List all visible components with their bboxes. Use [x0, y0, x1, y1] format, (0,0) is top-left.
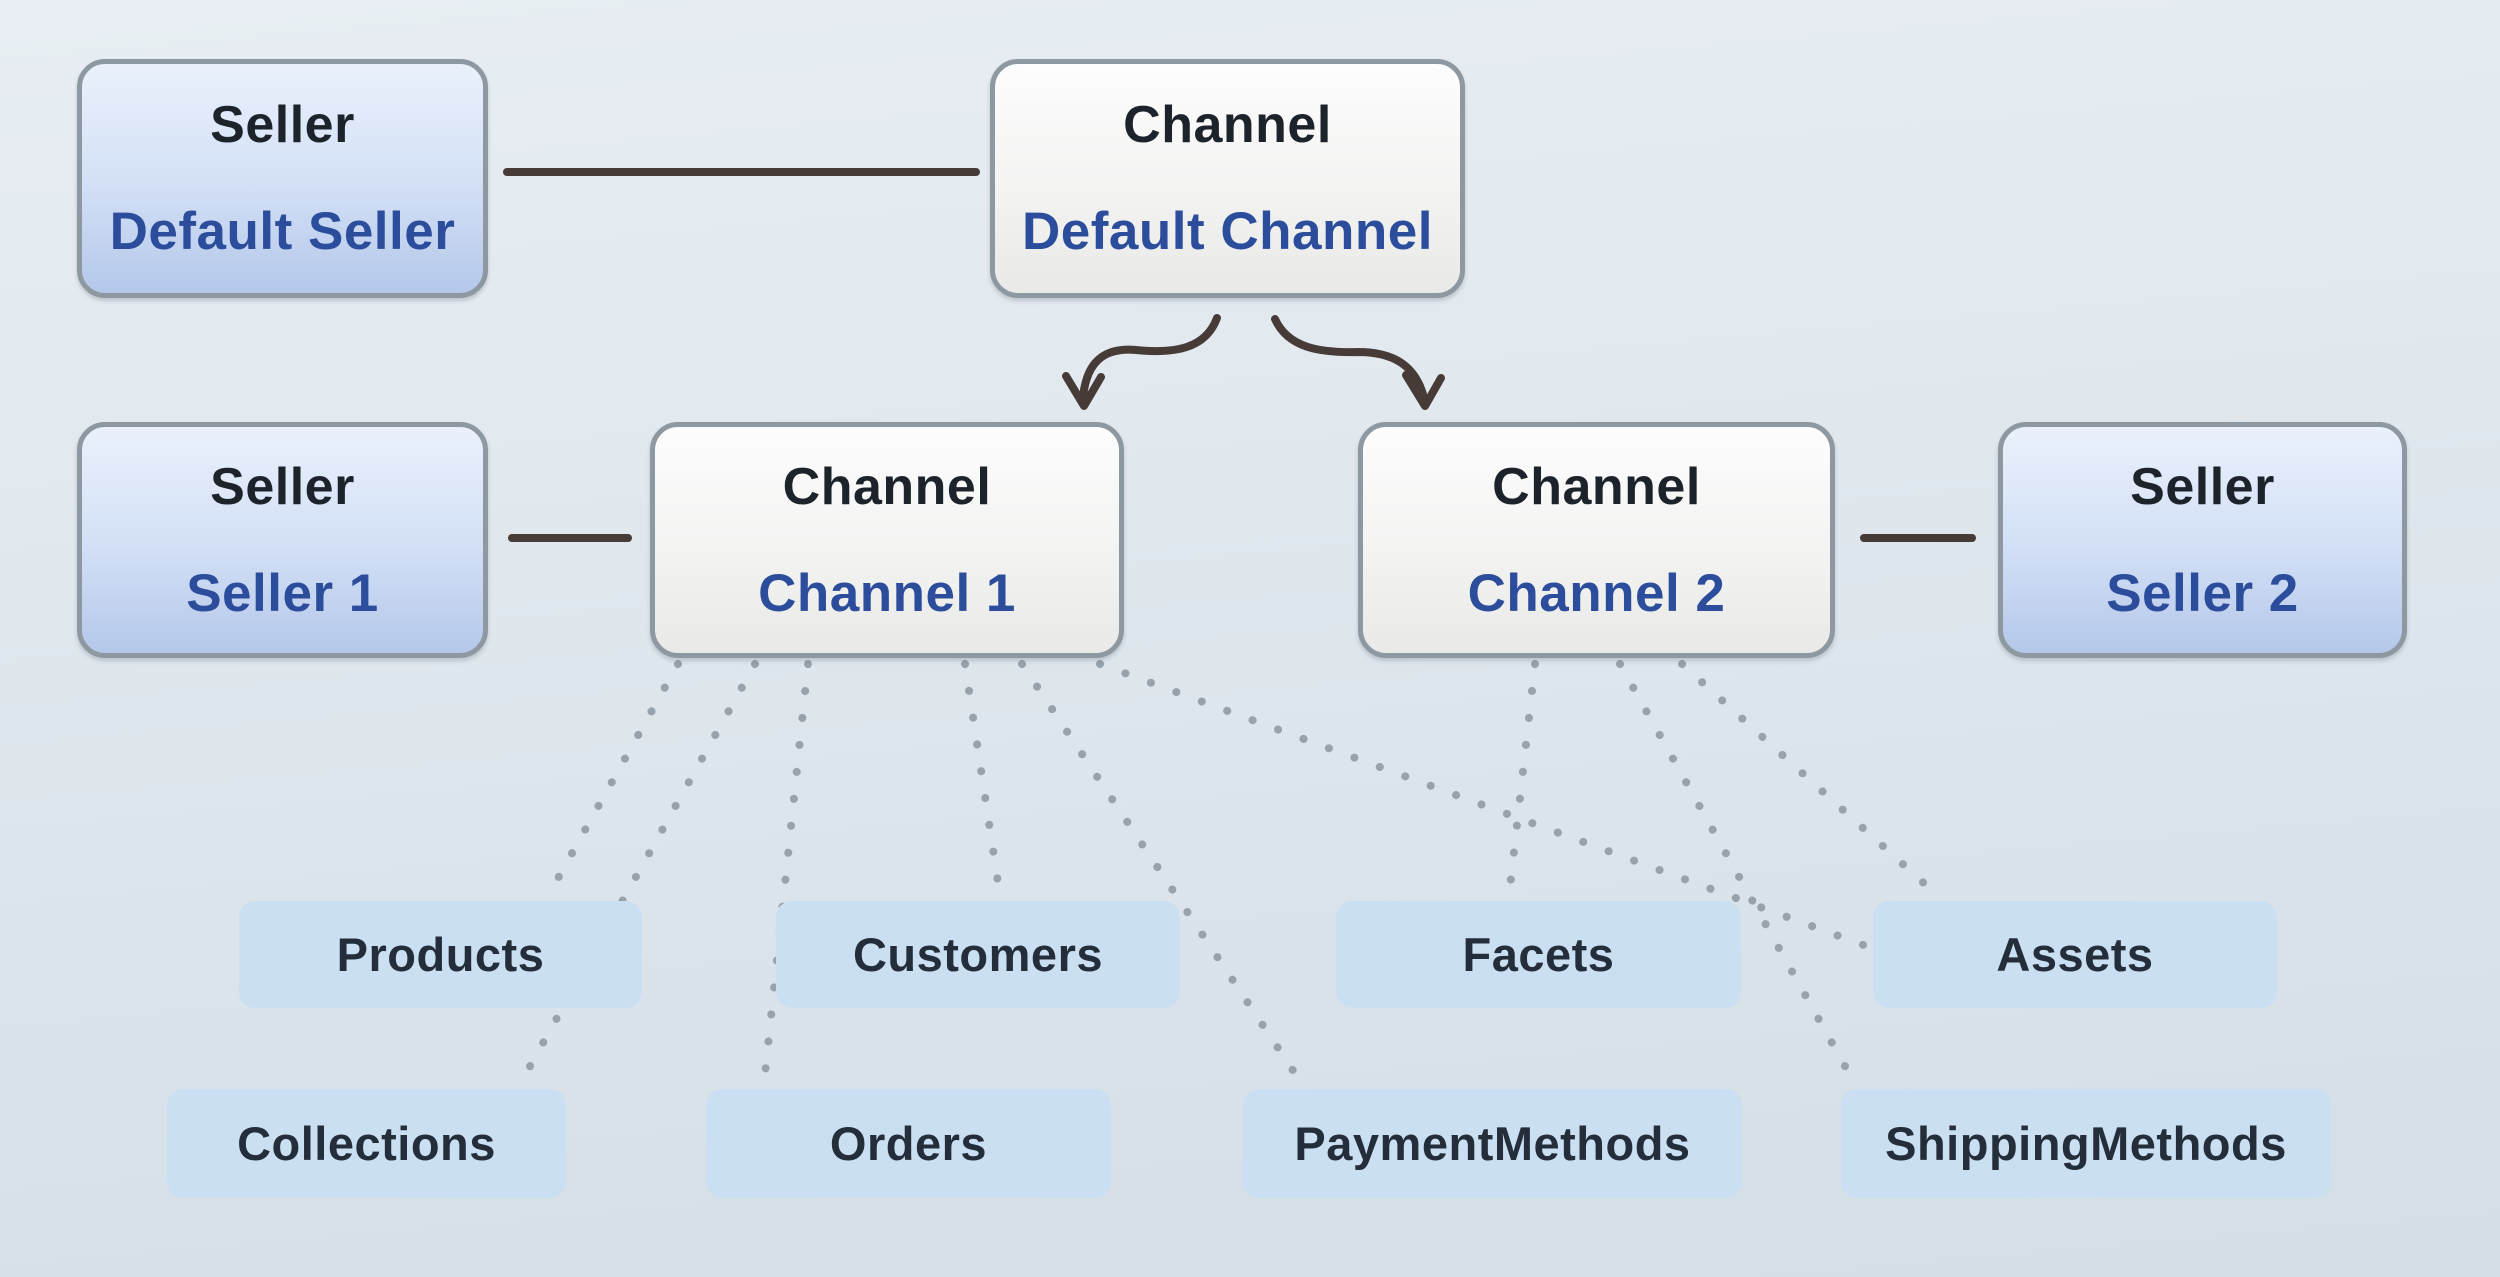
entity-shipping-methods: ShippingMethods: [1841, 1089, 2331, 1198]
entity-label: Customers: [852, 928, 1103, 981]
entity-label: Orders: [829, 1117, 988, 1170]
node-default-seller: Seller Default Seller: [77, 59, 488, 298]
entity-payment-methods: PaymentMethods: [1243, 1089, 1742, 1198]
node-title: Channel: [1123, 96, 1332, 154]
dotted-channel1-payment-methods: [1018, 660, 1306, 1088]
node-subtitle: Channel 1: [758, 563, 1016, 623]
node-subtitle: Seller 2: [2106, 563, 2299, 623]
entity-customers: Customers: [776, 901, 1180, 1008]
entity-label: ShippingMethods: [1885, 1117, 2287, 1170]
dotted-channel1-customers: [961, 660, 1004, 900]
dotted-channel1-assets: [1096, 660, 1870, 950]
entity-label: Facets: [1462, 928, 1615, 981]
entity-label: Products: [336, 928, 545, 981]
node-subtitle: Seller 1: [186, 563, 379, 623]
entity-assets: Assets: [1873, 901, 2277, 1008]
entity-label: PaymentMethods: [1294, 1117, 1691, 1170]
dotted-channel1-orders: [760, 660, 812, 1088]
dotted-channel1-products: [544, 660, 682, 900]
entity-label: Assets: [1996, 928, 2154, 981]
node-subtitle: Default Channel: [1022, 202, 1433, 261]
node-title: Seller: [2130, 457, 2275, 516]
node-default-channel: Channel Default Channel: [990, 59, 1465, 298]
dotted-channel2-shipping-methods: [1616, 660, 1859, 1088]
arrow-default-channel-to-channel2: [1271, 315, 1445, 410]
node-channel-2: Channel Channel 2: [1358, 422, 1835, 658]
dotted-channel1-collections: [516, 660, 759, 1088]
dotted-channel2-assets: [1678, 660, 1942, 900]
node-subtitle: Channel 2: [1467, 563, 1726, 623]
entity-collections: Collections: [167, 1089, 566, 1198]
dotted-channel2-facets: [1505, 660, 1539, 900]
node-title: Channel: [782, 457, 992, 516]
entity-label: Collections: [237, 1117, 496, 1170]
node-seller-1: Seller Seller 1: [77, 422, 488, 658]
node-title: Channel: [1492, 457, 1701, 516]
node-title: Seller: [210, 457, 355, 516]
entity-products: Products: [239, 901, 642, 1008]
entity-orders: Orders: [706, 1089, 1111, 1198]
arrow-default-channel-to-channel1: [1062, 314, 1221, 410]
node-title: Seller: [210, 96, 355, 154]
entity-facets: Facets: [1336, 901, 1741, 1008]
node-subtitle: Default Seller: [109, 202, 456, 261]
node-seller-2: Seller Seller 2: [1998, 422, 2407, 658]
node-channel-1: Channel Channel 1: [650, 422, 1124, 658]
